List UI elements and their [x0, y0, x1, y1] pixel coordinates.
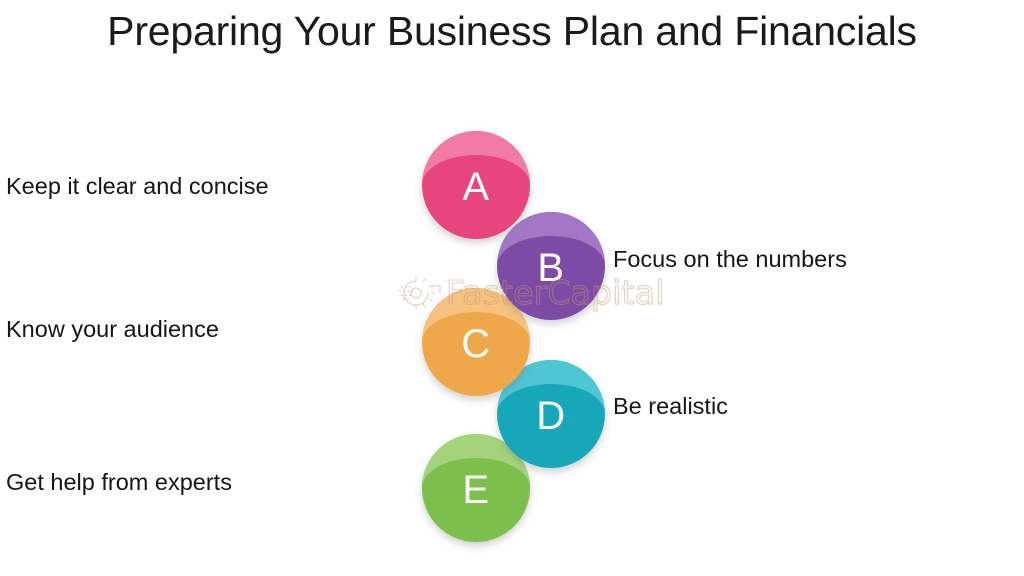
node-d-cap: [497, 360, 605, 414]
node-b-cap: [497, 212, 605, 266]
item-label-d: Be realistic: [613, 393, 728, 419]
item-label-c: Know your audience: [6, 316, 219, 342]
node-c-shape: [422, 288, 530, 396]
item-label-e: Get help from experts: [6, 469, 232, 495]
node-e-cap: [422, 434, 530, 488]
node-a-cap: [422, 131, 530, 185]
node-e-shape: [422, 434, 530, 542]
item-label-b: Focus on the numbers: [613, 246, 847, 272]
node-a-shape: [422, 131, 530, 239]
diagram-node-a[interactable]: A: [417, 127, 535, 239]
node-d-shape: [497, 360, 605, 468]
item-label-a: Keep it clear and concise: [6, 173, 269, 199]
node-c-cap: [422, 288, 530, 342]
node-b-shape: [497, 212, 605, 320]
page-title: Preparing Your Business Plan and Financi…: [107, 8, 917, 54]
